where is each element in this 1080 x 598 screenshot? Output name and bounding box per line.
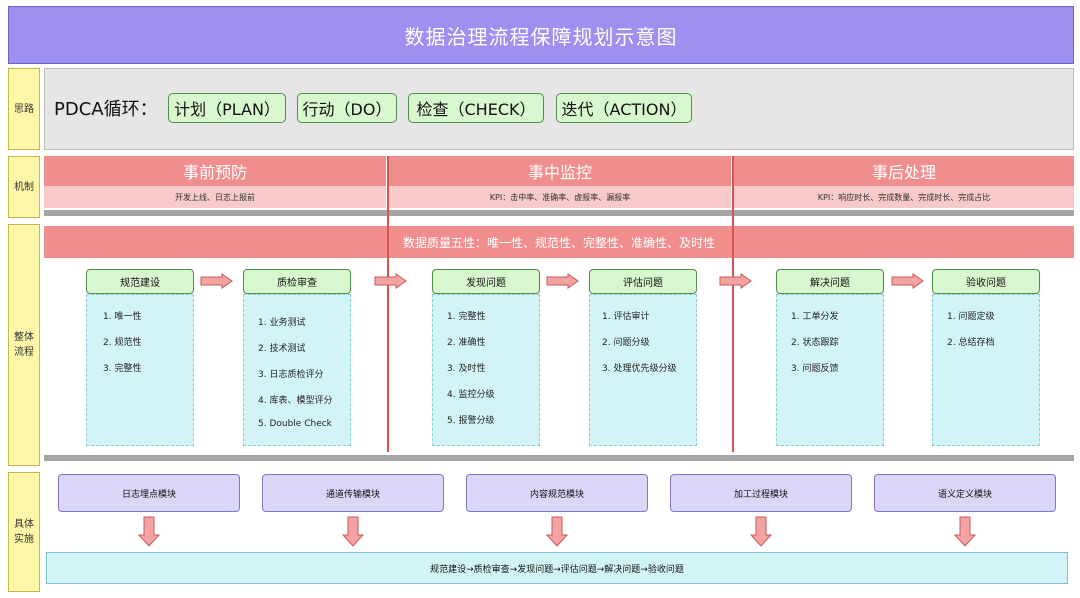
step-item: 2. 问题分级: [602, 338, 650, 348]
step-item: 1. 工单分发: [791, 312, 839, 322]
step-item: 1. 问题定级: [947, 312, 995, 322]
module-semantic-definition: 语义定义模块: [874, 474, 1056, 512]
right-arrow-icon: [719, 273, 752, 289]
process-flow-bar: 规范建设→质检审查→发现问题→评估问题→解决问题→验收问题: [46, 552, 1068, 584]
step-body-evaluate: 1. 评估审计 2. 问题分级 3. 处理优先级分级: [589, 294, 697, 446]
pdca-label: PDCA循环：: [54, 99, 158, 120]
step-body-resolve: 1. 工单分发 2. 状态跟踪 3. 问题反馈: [776, 294, 884, 446]
right-arrow-icon: [200, 273, 233, 289]
right-arrow-icon: [546, 273, 579, 289]
row-label-mechanism: 机制: [8, 156, 40, 218]
row-label-implementation: 具体 实施: [8, 472, 40, 592]
step-item: 4. 库表、模型评分: [258, 396, 333, 406]
pdca-action: 迭代（ACTION）: [556, 93, 692, 123]
step-item: 2. 规范性: [103, 338, 142, 348]
pdca-check: 检查（CHECK）: [408, 93, 544, 123]
step-body-accept: 1. 问题定级 2. 总结存档: [932, 294, 1040, 446]
step-item: 3. 完整性: [103, 364, 142, 374]
step-body-inspection: 1. 业务测试 2. 技术测试 3. 日志质检评分 4. 库表、模型评分 5. …: [243, 294, 351, 446]
step-item: 3. 及时性: [447, 364, 486, 374]
step-item: 5. Double Check: [258, 419, 332, 429]
mechanism-divider: [44, 210, 1074, 216]
diagram-title: 数据治理流程保障规划示意图: [8, 6, 1074, 64]
row-label-process-line1: 整体: [14, 332, 34, 343]
phase-during-subtitle: KPI：击中率、准确率、虚报率、漏报率: [389, 186, 731, 208]
step-item: 1. 唯一性: [103, 312, 142, 322]
right-arrow-icon: [891, 273, 924, 289]
module-processing: 加工过程模块: [670, 474, 852, 512]
row-label-process-line2: 流程: [14, 347, 34, 358]
down-arrow-icon: [953, 516, 977, 547]
step-item: 3. 问题反馈: [791, 364, 839, 374]
step-item: 2. 总结存档: [947, 338, 995, 348]
quality-banner: 数据质量五性：唯一性、规范性、完整性、准确性、及时性: [44, 226, 1074, 258]
phase-before-title: 事前预防: [44, 156, 386, 186]
phase-separator-2: [732, 156, 734, 452]
step-item: 4. 监控分级: [447, 390, 495, 400]
module-channel-transfer: 通道传输模块: [262, 474, 444, 512]
module-log-tracking: 日志埋点模块: [58, 474, 240, 512]
row-label-implementation-line2: 实施: [14, 534, 34, 545]
down-arrow-icon: [341, 516, 365, 547]
phase-after-title: 事后处理: [734, 156, 1074, 186]
down-arrow-icon: [137, 516, 161, 547]
phase-during-title: 事中监控: [389, 156, 731, 186]
step-item: 1. 评估审计: [602, 312, 650, 322]
right-arrow-icon: [374, 273, 407, 289]
step-item: 2. 准确性: [447, 338, 486, 348]
down-arrow-icon: [545, 516, 569, 547]
phase-before-subtitle: 开发上线、日志上报前: [44, 186, 386, 208]
phase-separator-1: [387, 156, 389, 452]
step-item: 3. 处理优先级分级: [602, 364, 677, 374]
step-item: 2. 技术测试: [258, 344, 306, 354]
step-item: 5. 报警分级: [447, 416, 495, 426]
step-item: 3. 日志质检评分: [258, 370, 324, 380]
row-label-implementation-line1: 具体: [14, 519, 34, 530]
step-item: 2. 状态跟踪: [791, 338, 839, 348]
step-head-resolve: 解决问题: [776, 269, 884, 294]
pdca-do: 行动（DO）: [297, 93, 397, 123]
row-label-idea: 思路: [8, 68, 40, 150]
row-label-process: 整体 流程: [8, 224, 40, 466]
step-item: 1. 业务测试: [258, 318, 306, 328]
step-head-inspection: 质检审查: [243, 269, 351, 294]
pdca-plan: 计划（PLAN）: [168, 93, 286, 123]
step-head-standards: 规范建设: [86, 269, 194, 294]
step-item: 1. 完整性: [447, 312, 486, 322]
down-arrow-icon: [749, 516, 773, 547]
step-head-accept: 验收问题: [932, 269, 1040, 294]
step-head-evaluate: 评估问题: [589, 269, 697, 294]
phase-after-subtitle: KPI：响应时长、完成数量、完成时长、完成占比: [734, 186, 1074, 208]
module-content-standard: 内容规范模块: [466, 474, 648, 512]
step-body-discover: 1. 完整性 2. 准确性 3. 及时性 4. 监控分级 5. 报警分级: [432, 294, 540, 446]
step-body-standards: 1. 唯一性 2. 规范性 3. 完整性: [86, 294, 194, 446]
process-divider: [44, 455, 1074, 461]
step-head-discover: 发现问题: [432, 269, 540, 294]
